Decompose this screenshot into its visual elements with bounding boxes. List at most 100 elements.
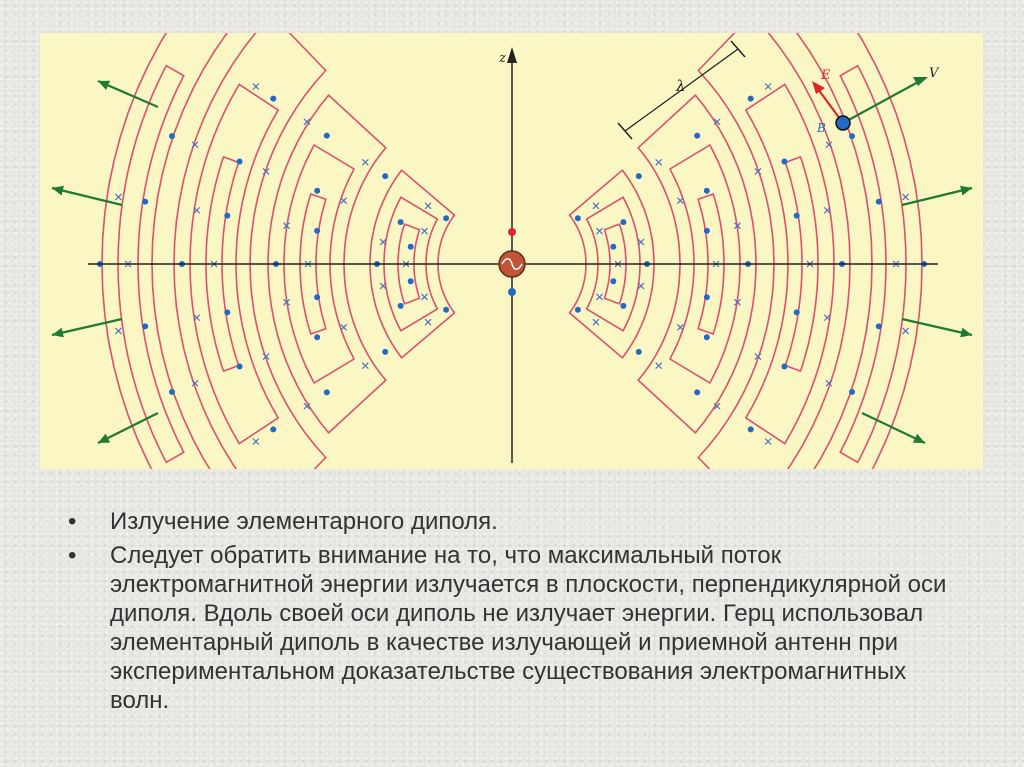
field-dot (694, 132, 701, 139)
radiation-arrowhead (52, 185, 64, 196)
field-line-loop (101, 33, 229, 469)
field-cross (596, 227, 603, 235)
field-dot (314, 187, 321, 194)
wavelength-label: λ (675, 77, 686, 95)
field-dot (270, 95, 277, 102)
radiation-arrow (51, 186, 123, 207)
field-dot (849, 133, 855, 140)
z-axis-label: z (498, 51, 506, 66)
field-dot (142, 323, 149, 330)
field-dot (407, 243, 414, 250)
field-cross (262, 168, 270, 175)
field-cross (823, 314, 831, 322)
b-vector-label: B (816, 121, 826, 135)
wavelength-marker: λ (617, 40, 746, 140)
bullet-item-2: • Следует обратить внимание на то, что м… (68, 541, 968, 715)
field-line-loop (383, 196, 439, 332)
field-cross (655, 362, 663, 370)
field-dot (270, 426, 277, 433)
radiation-arrows (51, 79, 973, 444)
field-line-loop (795, 33, 923, 469)
radiation-arrow (901, 186, 973, 207)
slide-text: • Излучение элементарного диполя. • След… (68, 507, 968, 720)
field-line-loop (173, 33, 327, 469)
field-cross (734, 222, 741, 230)
e-vector-arrowhead (812, 81, 825, 94)
field-cross (114, 327, 122, 335)
field-cross (902, 193, 910, 201)
field-dot (323, 132, 330, 139)
field-cross (637, 238, 645, 246)
radiation-arrow (51, 317, 123, 337)
field-dot (407, 278, 414, 285)
field-line-loop (267, 94, 387, 434)
radiation-arrowhead (960, 327, 972, 338)
field-dot (224, 212, 231, 219)
field-line-loop (369, 169, 456, 359)
field-cross (421, 227, 428, 235)
field-dot (397, 219, 404, 226)
field-dot (793, 309, 800, 316)
field-dot (703, 187, 710, 194)
bullet-text: Следует обратить внимание на то, что мак… (110, 542, 947, 714)
field-line-loop (585, 196, 641, 332)
field-dot (747, 95, 754, 102)
field-cross (637, 282, 645, 290)
field-dot (142, 198, 149, 205)
field-cross (252, 438, 260, 445)
field-dot (793, 212, 800, 219)
field-line-loop (697, 193, 725, 335)
field-cross (734, 298, 741, 306)
field-line-loop (397, 223, 421, 305)
field-dot (169, 133, 175, 140)
field-dot (323, 389, 330, 396)
field-cross (596, 293, 603, 301)
field-cross (283, 222, 290, 230)
field-dot (236, 363, 243, 370)
field-cross (754, 353, 762, 360)
v-vector-label: V (929, 66, 940, 81)
field-dot (382, 348, 389, 355)
field-cross (713, 402, 721, 410)
positive-charge (508, 228, 516, 236)
field-dot (397, 302, 404, 309)
field-dot (169, 388, 175, 395)
field-dot (875, 323, 882, 330)
field-cross (592, 202, 600, 210)
field-dot (620, 219, 627, 226)
radiation-arrow (97, 412, 159, 444)
field-dot (781, 363, 788, 370)
field-dot (747, 426, 754, 433)
field-line-loop (189, 83, 279, 445)
field-cross (193, 314, 201, 322)
field-dot (620, 302, 627, 309)
field-cross (303, 118, 311, 126)
field-cross (340, 197, 348, 205)
field-dot (314, 227, 321, 234)
b-vector-point (835, 115, 851, 131)
dipole-field-diagram: z λ E V B (51, 33, 973, 469)
z-axis-arrowhead (507, 47, 517, 63)
field-cross (361, 362, 369, 370)
field-cross (283, 298, 290, 306)
field-cross (191, 379, 199, 387)
field-cross (825, 141, 833, 149)
field-cross (764, 438, 772, 445)
field-line-loop (839, 64, 907, 464)
field-dot (443, 215, 450, 222)
radiation-arrowhead (98, 80, 111, 90)
field-cross (754, 168, 762, 175)
radiation-arrowhead (98, 433, 111, 443)
field-dot (781, 158, 788, 165)
e-vector-label: E (820, 68, 831, 83)
field-dot (635, 348, 642, 355)
field-dot (236, 158, 243, 165)
field-line-loop (117, 64, 185, 464)
field-cross (379, 282, 387, 290)
dipole-source (498, 228, 526, 296)
field-dot (610, 243, 617, 250)
radiation-arrowhead (960, 185, 972, 196)
field-lines (101, 33, 923, 469)
radiation-arrow (901, 317, 973, 337)
field-dot (875, 198, 882, 205)
